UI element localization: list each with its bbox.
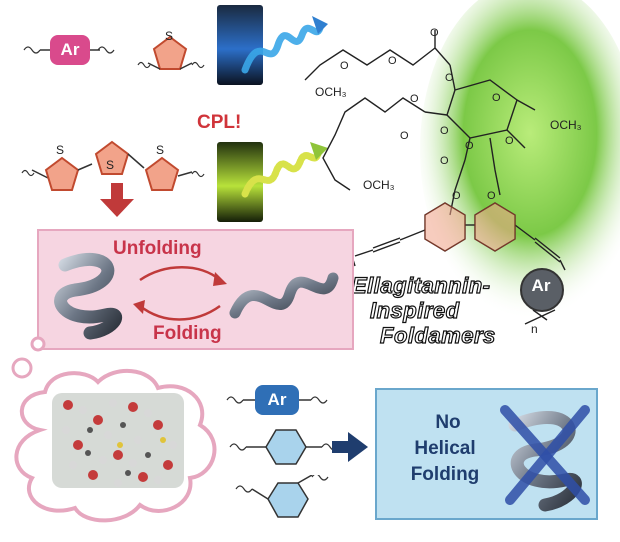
o-label: O [400, 130, 409, 142]
methoxy-label-2: OCH₃ [550, 118, 582, 132]
down-arrow-icon [100, 183, 134, 217]
o-label: O [487, 190, 496, 202]
ar-unit-top [23, 46, 115, 54]
folding-label: Folding [153, 323, 222, 344]
o-label: O [440, 155, 449, 167]
o-label: O [465, 140, 474, 152]
o-label: O [452, 190, 461, 202]
o-label: O [430, 27, 439, 39]
o-label: O [492, 92, 501, 104]
equilibrium-arrows [133, 266, 227, 321]
title-line-3: Foldamers [379, 322, 496, 348]
folded-helix-icon [54, 253, 123, 340]
o-label: O [388, 55, 397, 67]
o-label: O [445, 72, 454, 84]
o-label: O [440, 125, 449, 137]
methoxy-label-3: OCH₃ [363, 178, 395, 192]
o-label: O [505, 135, 514, 147]
ar-circle-dark [520, 268, 564, 312]
para-phenylene-structure [229, 429, 338, 465]
crossed-helix-icon [500, 405, 590, 512]
meta-phenylene-structure [235, 475, 329, 518]
terthiophene-s2: S [106, 158, 115, 172]
helical-label: Helical [414, 438, 476, 459]
ar-tag-blue: Ar [255, 385, 299, 415]
cpl-spiral-blue [241, 16, 328, 74]
thiophene-s-label: S [165, 29, 174, 43]
right-arrow-icon [332, 432, 368, 462]
terthiophene-s3: S [156, 143, 165, 157]
cpl-spiral-green [241, 142, 328, 198]
molecular-model-image [52, 393, 184, 488]
unfolding-label: Unfolding [113, 238, 202, 259]
ellagitannin-structure [304, 30, 566, 325]
folding-label-blue: Folding [410, 464, 480, 485]
unfolded-helix-icon [229, 272, 339, 319]
title-line-1: Ellagitannin- [351, 272, 491, 298]
thiophene-structure [137, 35, 205, 70]
title-line-2: Inspired [369, 297, 460, 323]
no-label: No [435, 412, 461, 433]
methoxy-label-1: OCH₃ [315, 85, 347, 99]
ar-circle-label: Ar [531, 276, 551, 295]
ar-tag-pink: Ar [50, 35, 90, 65]
terthiophene-s1: S [56, 143, 65, 157]
o-label: O [340, 60, 349, 72]
cpl-label: CPL! [197, 112, 242, 133]
o-label: O [410, 93, 419, 105]
terthiophene-structure [21, 140, 205, 191]
n-label: n [531, 322, 538, 336]
vial-blue [217, 5, 263, 85]
ar-unit-bottom [226, 396, 328, 404]
